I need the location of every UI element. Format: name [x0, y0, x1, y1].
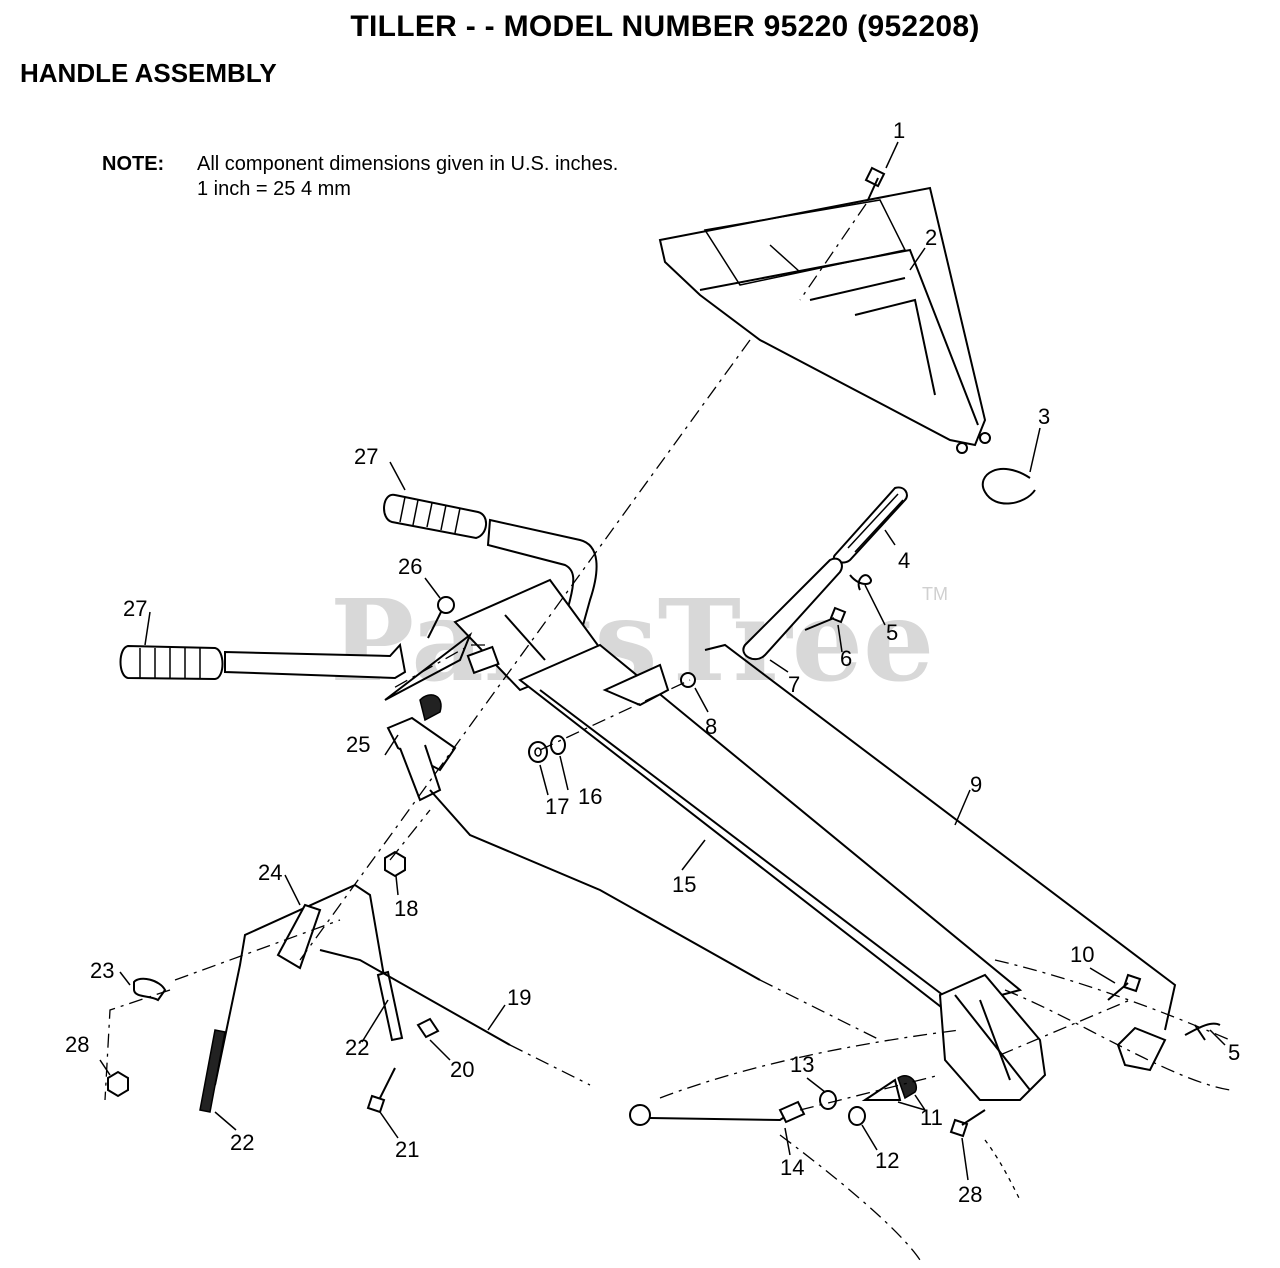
part-13-washer[interactable] — [819, 1090, 837, 1110]
callout-13: 13 — [790, 1052, 814, 1077]
callout-4: 4 — [898, 548, 910, 573]
tiller-body-outline-2 — [779, 1134, 921, 1261]
part-28-bolt-right[interactable] — [949, 1109, 986, 1138]
callout-18: 18 — [394, 896, 418, 921]
callout-27-upper: 27 — [354, 444, 378, 469]
callout-15: 15 — [672, 872, 696, 897]
part-12-washer[interactable] — [848, 1106, 866, 1126]
assembly-line-2 — [299, 339, 751, 961]
assembly-line-11 — [799, 1074, 941, 1111]
callout-8: 8 — [705, 714, 717, 739]
part-2-console-cover[interactable] — [658, 186, 991, 454]
part-20-clip[interactable] — [416, 1017, 440, 1039]
assembly-line-8 — [509, 1044, 591, 1086]
callout-22-lower: 22 — [230, 1130, 254, 1155]
note-line-1: All component dimensions given in U.S. i… — [197, 153, 619, 175]
part-25-throttle-assembly[interactable] — [386, 694, 761, 981]
part-3-retaining-ring[interactable] — [981, 467, 1036, 505]
watermark-trademark: TM — [922, 584, 948, 604]
part-21-bolt[interactable] — [366, 1067, 396, 1114]
callout-19: 19 — [507, 985, 531, 1010]
assembly-line-5 — [389, 809, 431, 861]
part-24-control-lever[interactable] — [214, 883, 396, 1086]
part-5-clip-lower[interactable] — [1116, 1022, 1221, 1072]
callout-28-left: 28 — [65, 1032, 89, 1057]
assembly-line-4 — [539, 679, 691, 751]
handle-mount-plate[interactable] — [938, 973, 1047, 1101]
assembly-line-3 — [389, 644, 485, 691]
callout-21: 21 — [395, 1137, 419, 1162]
part-16-washer[interactable] — [550, 735, 566, 755]
part-1-screw[interactable] — [864, 166, 886, 201]
part-8-bushing[interactable] — [680, 672, 696, 688]
tiller-body-outline-1 — [659, 1029, 961, 1099]
part-6-bolt[interactable] — [804, 606, 847, 631]
tiller-body-outline-5 — [984, 1139, 1021, 1201]
part-5-clip-upper[interactable] — [849, 574, 872, 591]
callout-26: 26 — [398, 554, 422, 579]
part-10-bolt[interactable] — [1107, 973, 1142, 1001]
callout-17: 17 — [545, 794, 569, 819]
callout-20: 20 — [450, 1057, 474, 1082]
note-label: NOTE: — [102, 153, 165, 175]
callout-1: 1 — [893, 118, 905, 143]
tiller-body-outline-4 — [1004, 989, 1231, 1091]
section-title: HANDLE ASSEMBLY — [20, 58, 277, 88]
dimension-note: NOTE: All component dimensions given in U… — [102, 152, 618, 202]
callout-5-upper: 5 — [886, 620, 898, 645]
callout-16: 16 — [578, 784, 602, 809]
callout-23: 23 — [90, 958, 114, 983]
assembly-line-10 — [999, 999, 1131, 1056]
callout-14: 14 — [780, 1155, 804, 1180]
page-title: TILLER - - MODEL NUMBER 95220 (952208) — [350, 10, 980, 43]
assembly-line-1 — [799, 203, 867, 301]
part-17-washer[interactable] — [528, 741, 548, 763]
part-7-lever[interactable] — [742, 557, 843, 661]
callout-24: 24 — [258, 860, 282, 885]
callout-10: 10 — [1070, 942, 1094, 967]
part-28-nut-left[interactable] — [107, 1070, 129, 1098]
callout-27-lower: 27 — [123, 596, 147, 621]
callout-11: 11 — [920, 1105, 943, 1130]
leader-lines — [99, 141, 1226, 1181]
part-26-bolt[interactable] — [427, 596, 455, 639]
callout-28-right: 28 — [958, 1182, 982, 1207]
part-14-shift-lever[interactable] — [629, 1100, 806, 1126]
part-4-lever-grip[interactable] — [832, 486, 908, 564]
callout-9: 9 — [970, 772, 982, 797]
callout-6: 6 — [840, 646, 852, 671]
tiller-body-outline-3 — [994, 959, 1231, 1041]
part-9-rod[interactable] — [704, 643, 1177, 1031]
assembly-line-7 — [174, 919, 341, 981]
callout-25: 25 — [346, 732, 370, 757]
part-15-handle-tube[interactable] — [518, 643, 1023, 1012]
callout-7: 7 — [788, 672, 800, 697]
note-line-2: 1 inch = 25 4 mm — [197, 178, 351, 200]
part-22-spring-lower[interactable] — [199, 1029, 226, 1113]
assembly-line-9 — [759, 979, 881, 1041]
callout-3: 3 — [1038, 404, 1050, 429]
part-27-grip-upper[interactable] — [383, 493, 487, 540]
callout-12: 12 — [875, 1148, 899, 1173]
callout-5-lower: 5 — [1228, 1040, 1240, 1065]
part-19-spring[interactable] — [319, 949, 511, 1046]
callout-22-upper: 22 — [345, 1035, 369, 1060]
callout-2: 2 — [925, 225, 937, 250]
part-18-nut[interactable] — [384, 850, 406, 878]
part-11-knob[interactable] — [861, 1075, 917, 1101]
part-27-grip-lower[interactable] — [119, 644, 224, 681]
